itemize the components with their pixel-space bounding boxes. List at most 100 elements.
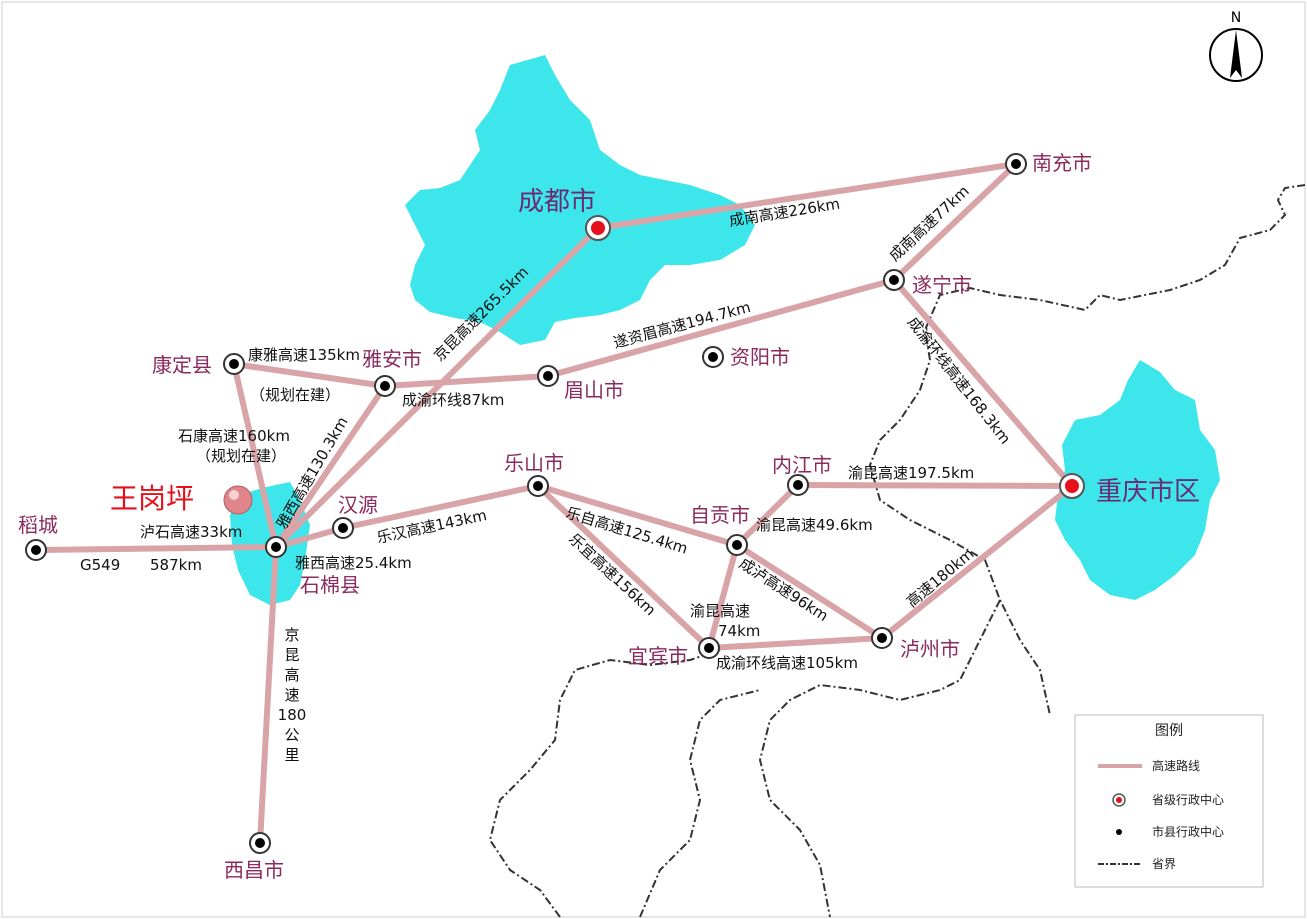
- label-route-kangya: 康雅高速135km: [248, 346, 360, 364]
- marker-suining: [883, 269, 905, 291]
- route-suining-chongqing: [891, 277, 1075, 489]
- route-kangding-shimian: [231, 361, 279, 550]
- route-shimian-xichang: [257, 544, 279, 846]
- legend-border-label: 省界: [1152, 857, 1176, 871]
- marker-ziyang: [702, 346, 724, 368]
- north-arrow: N: [1209, 10, 1263, 82]
- route-luzhou-chongqing: [879, 483, 1075, 641]
- label-route-chengyu-ring-87: 成渝环线87km: [402, 391, 504, 409]
- label-route-yukun-197: 渝昆高速197.5km: [848, 464, 974, 482]
- marker-daocheng: [25, 539, 47, 561]
- label-route-yukun-74-b: 74km: [718, 622, 760, 640]
- marker-leshan: [527, 475, 549, 497]
- marker-neijiang: [787, 474, 809, 496]
- province-border-east: [868, 184, 1306, 716]
- province-border-south-2: [639, 689, 761, 918]
- chengdu-region: [405, 55, 755, 345]
- label-route-shikang: 石康高速160km: [178, 427, 290, 445]
- route-yibin-luzhou: [706, 635, 885, 651]
- province-borders: [488, 184, 1306, 918]
- marker-meishan: [537, 365, 559, 387]
- label-chengdu: 成都市: [518, 187, 596, 217]
- route-nanchong-suining: [891, 161, 1019, 283]
- route-chengdu-nanchong: [595, 161, 1019, 231]
- legend: 图例 高速路线 省级行政中心 市县行政中心 省界: [1074, 714, 1264, 888]
- label-meishan: 眉山市: [564, 378, 624, 402]
- label-route-shikang-note: （规划在建）: [196, 447, 286, 465]
- marker-chongqing-provincial: [1059, 473, 1085, 499]
- label-xichang: 西昌市: [224, 858, 284, 882]
- marker-shimian: [265, 536, 287, 558]
- label-leshan: 乐山市: [504, 451, 564, 475]
- legend-provincial-label: 省级行政中心: [1152, 792, 1224, 807]
- province-border-southwest: [488, 649, 721, 918]
- label-route-jingkun-180-char: 高: [284, 666, 299, 684]
- label-hanyuan: 汉源: [338, 493, 378, 517]
- legend-municipal-symbol: [1116, 829, 1122, 835]
- route-leshan-zigong: [535, 483, 740, 548]
- marker-yibin: [698, 637, 720, 659]
- route-zigong-yibin: [706, 542, 740, 651]
- label-route-jingkun-180-char: 京: [284, 626, 299, 644]
- label-route-chengyu-ring-105: 成渝环线高速105km: [716, 654, 858, 672]
- label-route-lushi: 泸石高速33km: [140, 523, 242, 541]
- label-route-jingkun-180-char: 里: [284, 746, 299, 764]
- label-luzhou: 泸州市: [900, 637, 960, 661]
- label-chongqing: 重庆市区: [1096, 477, 1200, 507]
- marker-xichang: [249, 832, 271, 854]
- legend-municipal-label: 市县行政中心: [1152, 824, 1224, 839]
- route-yaan-shimian: [273, 383, 388, 550]
- label-route-jingkun-180-char: 昆: [284, 646, 299, 664]
- label-yibin: 宜宾市: [628, 644, 688, 668]
- label-zigong: 自贡市: [690, 503, 750, 527]
- label-route-jingkun-180-char: 公: [284, 726, 299, 744]
- marker-yaan: [374, 375, 396, 397]
- legend-title: 图例: [1155, 723, 1183, 739]
- province-border-south: [758, 599, 1001, 918]
- label-route-jingkun-180-vertical: 京 昆 高 速 180 公 里: [278, 626, 307, 764]
- label-route-jingkun-180-char: 180: [278, 706, 307, 724]
- label-nanchong: 南充市: [1032, 151, 1092, 175]
- route-hanyuan-leshan: [340, 483, 541, 531]
- label-ziyang: 资阳市: [730, 345, 790, 369]
- marker-hanyuan: [332, 517, 354, 539]
- legend-provincial-dot: [1116, 797, 1122, 803]
- marker-chengdu-provincial: [585, 215, 611, 241]
- chongqing-region: [1055, 360, 1220, 600]
- route-chengdu-shimian: [273, 225, 601, 550]
- marker-luzhou: [871, 627, 893, 649]
- label-suining: 遂宁市: [912, 273, 972, 297]
- marker-nanchong: [1005, 153, 1027, 175]
- label-wanggangping: 王岗坪: [110, 482, 194, 515]
- label-route-jingkun-180-char: 速: [284, 686, 299, 704]
- route-meishan-yaan: [382, 373, 551, 389]
- route-shimian-hanyuan: [273, 525, 346, 550]
- highway-routes: [33, 161, 1075, 846]
- marker-zigong: [726, 534, 748, 556]
- route-zigong-luzhou: [734, 542, 885, 641]
- label-yaan: 雅安市: [362, 347, 422, 371]
- label-neijiang: 内江市: [772, 453, 832, 477]
- route-daocheng-shimian: [33, 544, 279, 553]
- north-needle-icon: [1230, 30, 1242, 78]
- label-route-yaxi-25: 雅西高速25.4km: [295, 554, 412, 572]
- label-kangding: 康定县: [152, 353, 212, 377]
- legend-box: [1074, 714, 1264, 888]
- city-markers: [25, 153, 1085, 854]
- route-neijiang-chongqing: [795, 482, 1075, 489]
- marker-kangding: [223, 353, 245, 375]
- label-shimian: 石棉县: [300, 573, 360, 597]
- route-suining-meishan: [545, 277, 897, 379]
- legend-road-label: 高速路线: [1152, 758, 1200, 773]
- label-route-g549-a: G549: [80, 556, 120, 574]
- label-route-kangya-note: （规划在建）: [250, 386, 340, 404]
- route-leshan-yibin: [535, 483, 712, 651]
- label-route-g549-b: 587km: [150, 556, 202, 574]
- label-daocheng: 稻城: [18, 513, 58, 537]
- city-labels: 成都市 重庆市区 王岗坪 南充市 遂宁市 资阳市 眉山市 雅安市 康定县 乐山市…: [18, 151, 1200, 882]
- route-zigong-neijiang: [734, 482, 801, 548]
- route-kangding-yaan: [231, 361, 388, 389]
- label-route-yukun-49: 渝昆高速49.6km: [756, 516, 873, 534]
- marker-wanggangping-site: [223, 485, 253, 515]
